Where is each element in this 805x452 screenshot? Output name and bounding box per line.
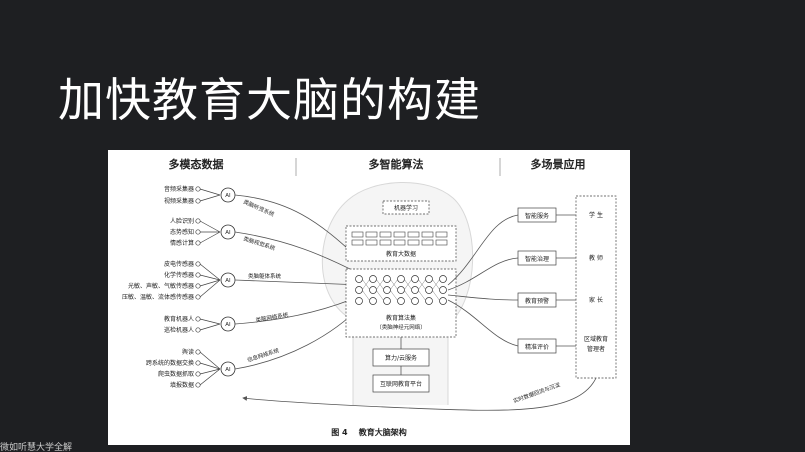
source-node <box>195 229 201 235</box>
algorithm-label: 教育算法集 <box>386 314 416 322</box>
source-label: 视频采集器 <box>164 197 194 205</box>
algorithm-sublabel: （类脑神经元网络） <box>376 323 426 331</box>
link-label: 类脑躯体系统 <box>248 272 282 280</box>
source-label: 音频采集器 <box>164 185 194 193</box>
source-node <box>195 294 201 300</box>
user-parent: 家 长 <box>589 296 603 304</box>
slide-title: 加快教育大脑的构建 <box>58 73 481 127</box>
source-label: 态势感知 <box>170 228 194 236</box>
header-multi-scenario: 多场景应用 <box>531 157 586 171</box>
source-node <box>195 371 201 377</box>
neuron-grid <box>355 275 447 305</box>
user-teacher: 教 师 <box>589 254 603 262</box>
link-label: 信息网络系统 <box>246 346 280 364</box>
footer-caption: 微如听慧大学全解 <box>0 443 73 452</box>
source-label: 压敏、温敏、流体感传感器 <box>122 293 194 301</box>
compute-label: 算力/云服务 <box>385 354 417 362</box>
source-connector <box>199 351 221 386</box>
ai-node-label: AI <box>225 367 231 373</box>
ai-node-label: AI <box>225 230 231 236</box>
source-label: 巡检机器人 <box>164 326 194 334</box>
source-label: 爬虫数据抓取 <box>158 370 194 378</box>
source-node <box>195 360 201 366</box>
service-label: 智能治理 <box>525 255 549 263</box>
user-admin-line2: 管理者 <box>587 345 605 353</box>
source-label: 化学传感器 <box>164 271 194 279</box>
source-label: 教育机器人 <box>164 315 194 323</box>
source-label: 皮电传感器 <box>164 260 194 268</box>
service-label: 教育预警 <box>525 297 549 305</box>
source-node <box>195 382 201 388</box>
source-connector <box>199 263 221 298</box>
header-multi-algorithm: 多智能算法 <box>369 157 424 171</box>
service-label: 精准评价 <box>525 343 549 351</box>
source-node <box>195 186 201 192</box>
service-label: 智能服务 <box>525 212 549 220</box>
source-node <box>195 272 201 278</box>
source-node <box>195 198 201 204</box>
source-node <box>195 349 201 355</box>
big-data-label: 教育大数据 <box>386 250 416 258</box>
source-label: 填报数据 <box>170 381 194 389</box>
source-label: 人脸识别 <box>170 217 194 225</box>
service-curves <box>447 214 519 347</box>
figure-caption: 图 4 教育大脑架构 <box>331 427 407 437</box>
source-node <box>195 261 201 267</box>
source-node <box>195 218 201 224</box>
link-curve <box>234 194 361 261</box>
source-node <box>195 283 201 289</box>
data-cells <box>351 231 448 246</box>
source-label: 情感计算 <box>170 239 194 247</box>
platform-box <box>372 374 430 393</box>
feedback-label: 实时数据回流与沉淀 <box>512 380 562 405</box>
neuron-links <box>361 278 441 302</box>
source-connector <box>199 220 221 244</box>
architecture-figure: 多模态数据 多智能算法 多场景应用 音频采集器 视频采集器 AI 类脑听觉系统 … <box>108 150 630 445</box>
user-admin-line1: 区域教育 <box>584 335 608 343</box>
source-connector <box>199 188 221 202</box>
link-label: 类脑网络系统 <box>255 310 289 324</box>
link-label: 类脑视觉系统 <box>242 234 276 252</box>
link-label: 类脑听觉系统 <box>242 198 276 219</box>
ai-node-label: AI <box>225 322 231 328</box>
source-label: 舆读 <box>182 348 194 356</box>
link-curve <box>234 231 363 276</box>
ai-node-label: AI <box>225 193 231 199</box>
machine-learning-label: 机器学习 <box>394 204 418 212</box>
platform-label: 互联网教育平台 <box>380 380 422 388</box>
source-node <box>195 327 201 333</box>
service-user-links <box>556 214 576 347</box>
service-boxes: 智能服务 智能治理 教育预警 精准评价 <box>517 207 557 354</box>
source-node <box>195 240 201 246</box>
source-label: 光敏、声敏、气敏传感器 <box>128 282 194 290</box>
machine-learning-box <box>382 200 430 215</box>
source-connector <box>199 318 221 331</box>
source-label: 跨系统的数据交换 <box>146 359 194 367</box>
user-student: 学 生 <box>589 211 603 219</box>
source-group-somatic: 皮电传感器 化学传感器 光敏、声敏、气敏传感器 压敏、温敏、流体感传感器 AI … <box>122 260 363 301</box>
feedback-curve <box>242 377 597 411</box>
architecture-diagram: 多模态数据 多智能算法 多场景应用 音频采集器 视频采集器 AI 类脑听觉系统 … <box>122 157 617 437</box>
source-node <box>195 316 201 322</box>
header-multimodal-data: 多模态数据 <box>169 157 224 171</box>
ai-node-label: AI <box>225 278 231 284</box>
